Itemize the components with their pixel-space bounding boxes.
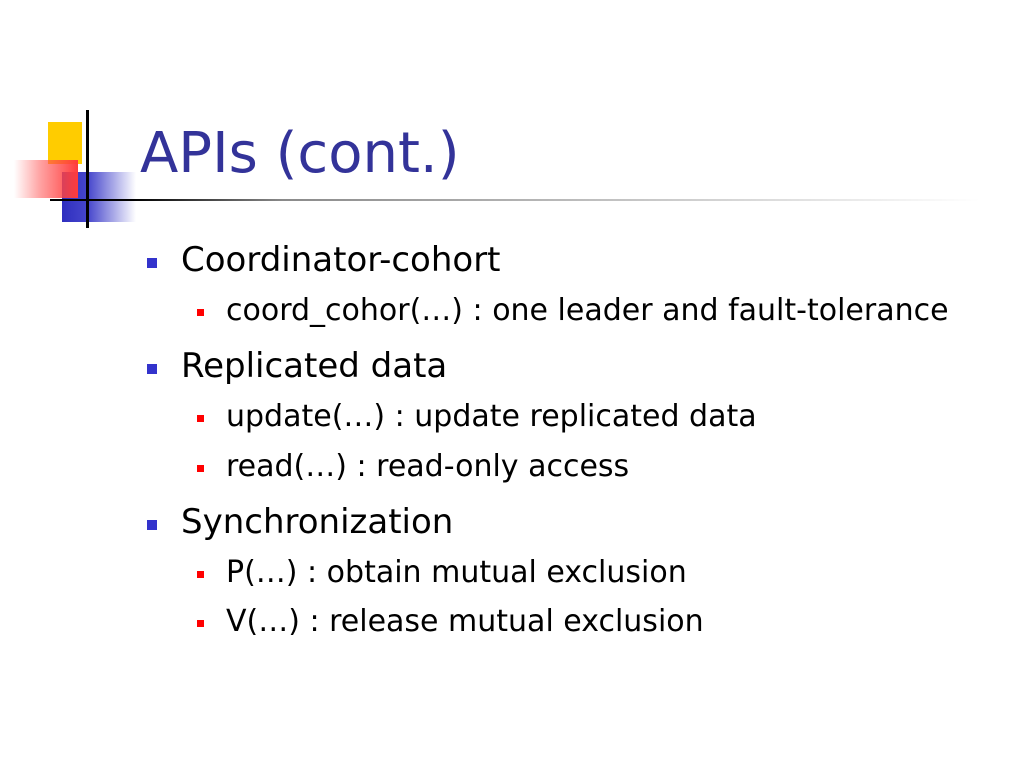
square-bullet-icon [147, 258, 157, 268]
square-bullet-icon [147, 520, 157, 530]
bullet-text: Synchronization [181, 502, 454, 542]
bullet-item-level1: Synchronization [0, 502, 1024, 542]
bullet-item-level2: read(…) : read-only access [0, 449, 1024, 485]
bullet-item-level1: Replicated data [0, 346, 1024, 386]
bullet-text: Replicated data [181, 346, 448, 386]
bullet-item-level1: Coordinator-cohort [0, 240, 1024, 280]
logo-yellow-square [48, 122, 82, 164]
bullet-text: update(…) : update replicated data [226, 399, 757, 434]
bullet-text: read(…) : read-only access [226, 449, 630, 484]
bullet-text: V(…) : release mutual exclusion [226, 604, 704, 639]
square-bullet-icon [197, 620, 204, 627]
square-bullet-icon [197, 465, 204, 472]
title-underline [50, 199, 980, 201]
slide-title: APIs (cont.) [140, 121, 460, 186]
bullet-item-level2: V(…) : release mutual exclusion [0, 604, 1024, 640]
bullet-item-level2: P(…) : obtain mutual exclusion [0, 555, 1024, 591]
square-bullet-icon [197, 415, 204, 422]
square-bullet-icon [197, 571, 204, 578]
bullet-item-level2: update(…) : update replicated data [0, 399, 1024, 435]
bullet-item-level2: coord_cohor(…) : one leader and fault-to… [0, 293, 1024, 329]
logo-vertical-line [86, 110, 89, 228]
logo-red-square [14, 160, 78, 198]
bullet-text: Coordinator-cohort [181, 240, 501, 280]
bullet-text: coord_cohor(…) : one leader and fault-to… [226, 293, 949, 328]
bullet-text: P(…) : obtain mutual exclusion [226, 555, 687, 590]
square-bullet-icon [197, 309, 204, 316]
square-bullet-icon [147, 364, 157, 374]
